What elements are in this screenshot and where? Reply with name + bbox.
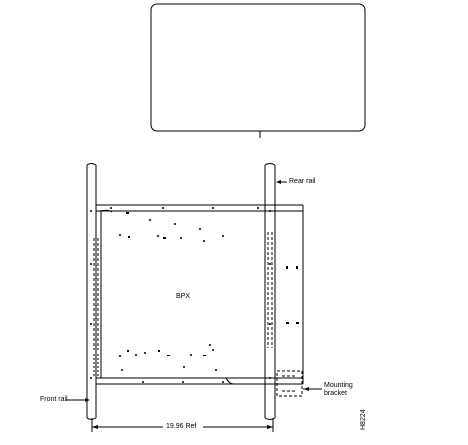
front-rail-label: Front rail xyxy=(40,396,68,403)
dimension-label: 19.96 Ref xyxy=(166,423,197,430)
chassis-label: BPX xyxy=(176,293,191,300)
leader-arrowheads xyxy=(85,180,309,402)
mounting-bracket-label-line2: bracket xyxy=(324,390,347,397)
top-view-panel xyxy=(150,3,366,132)
dimension-line xyxy=(91,418,274,432)
mounting-bracket xyxy=(276,370,303,397)
rear-rail xyxy=(264,163,276,420)
bpx-chassis xyxy=(93,204,304,385)
chassis-details xyxy=(90,207,299,383)
rear-rail-label: Rear rail xyxy=(289,178,316,185)
dimension-arrowheads xyxy=(92,425,273,429)
leader-lines xyxy=(66,181,322,401)
mounting-bracket-label-line1: Mounting xyxy=(324,382,353,389)
figure-id-label: H8224 xyxy=(360,409,367,430)
front-rail xyxy=(86,163,97,420)
